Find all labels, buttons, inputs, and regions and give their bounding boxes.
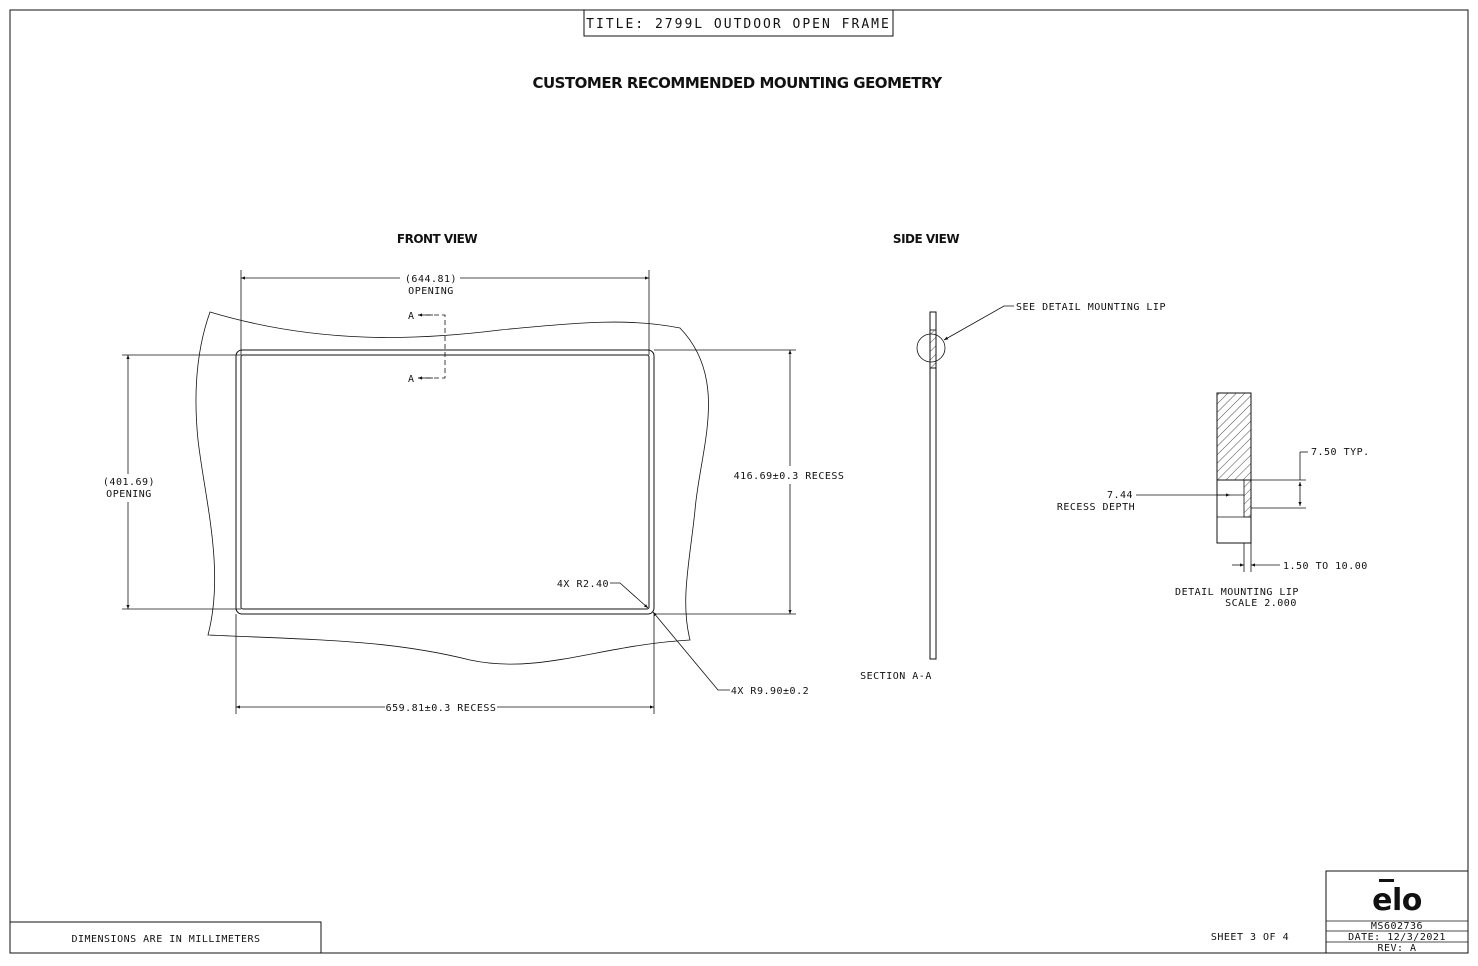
side-view-label: SIDE VIEW <box>893 232 959 246</box>
front-view-label: FRONT VIEW <box>397 232 477 246</box>
section-label: SECTION A-A <box>860 671 932 682</box>
revision: REV: A <box>1377 943 1416 954</box>
detail-title: DETAIL MOUNTING LIP <box>1175 587 1299 598</box>
recess-height-dimension: 416.69±0.3 RECESS <box>734 471 845 482</box>
opening-width-value: (644.81) <box>405 274 457 285</box>
detail-circle <box>916 333 946 363</box>
panel-section <box>929 311 937 660</box>
lip-range-dimension: 1.50 TO 10.00 <box>1283 561 1368 572</box>
outer-corner-radius: 4X R9.90±0.2 <box>731 686 809 697</box>
revision-block: elo MS602736 DATE: 12/3/2021 REV: A <box>1325 870 1469 954</box>
opening-height-value: (401.69) <box>103 477 155 488</box>
inner-corner-radius: 4X R2.40 <box>557 579 609 590</box>
recess-width-dimension: 659.81±0.3 RECESS <box>386 703 497 714</box>
opening-outline <box>240 354 650 610</box>
side-view: SIDE VIEW SEE DETAIL MOUNTING LIP SECTIO… <box>860 232 1166 682</box>
detail-mounting-lip: 7.50 TYP. 7.44 RECESS DEPTH 1.50 TO 10.0… <box>1057 392 1370 609</box>
units-note: DIMENSIONS ARE IN MILLIMETERS <box>71 934 260 945</box>
drawing-date: DATE: 12/3/2021 <box>1348 932 1446 943</box>
section-marker-bottom: A <box>408 374 415 385</box>
drawing-title: TITLE: 2799L OUTDOOR OPEN FRAME <box>586 17 891 32</box>
sheet-number: SHEET 3 OF 4 <box>1211 932 1289 943</box>
drawing-heading: CUSTOMER RECOMMENDED MOUNTING GEOMETRY <box>532 74 943 92</box>
units-note-box: DIMENSIONS ARE IN MILLIMETERS <box>9 921 322 954</box>
document-number: MS602736 <box>1371 921 1423 932</box>
detail-callout: SEE DETAIL MOUNTING LIP <box>1016 302 1166 313</box>
panel-outline <box>195 311 709 665</box>
opening-width-label: OPENING <box>408 286 454 297</box>
opening-height-label: OPENING <box>106 489 152 500</box>
recess-outline <box>235 349 655 615</box>
section-marker-top: A <box>408 311 415 322</box>
detail-scale: SCALE 2.000 <box>1225 598 1297 609</box>
recess-depth-value: 7.44 <box>1107 490 1133 501</box>
title-block: TITLE: 2799L OUTDOOR OPEN FRAME <box>583 9 894 37</box>
front-view: FRONT VIEW (644.81) OPENING A A (401.69)… <box>103 232 845 714</box>
elo-logo: elo <box>1372 883 1422 918</box>
recess-depth-label: RECESS DEPTH <box>1057 502 1135 513</box>
lip-typ-dimension: 7.50 TYP. <box>1311 447 1370 458</box>
